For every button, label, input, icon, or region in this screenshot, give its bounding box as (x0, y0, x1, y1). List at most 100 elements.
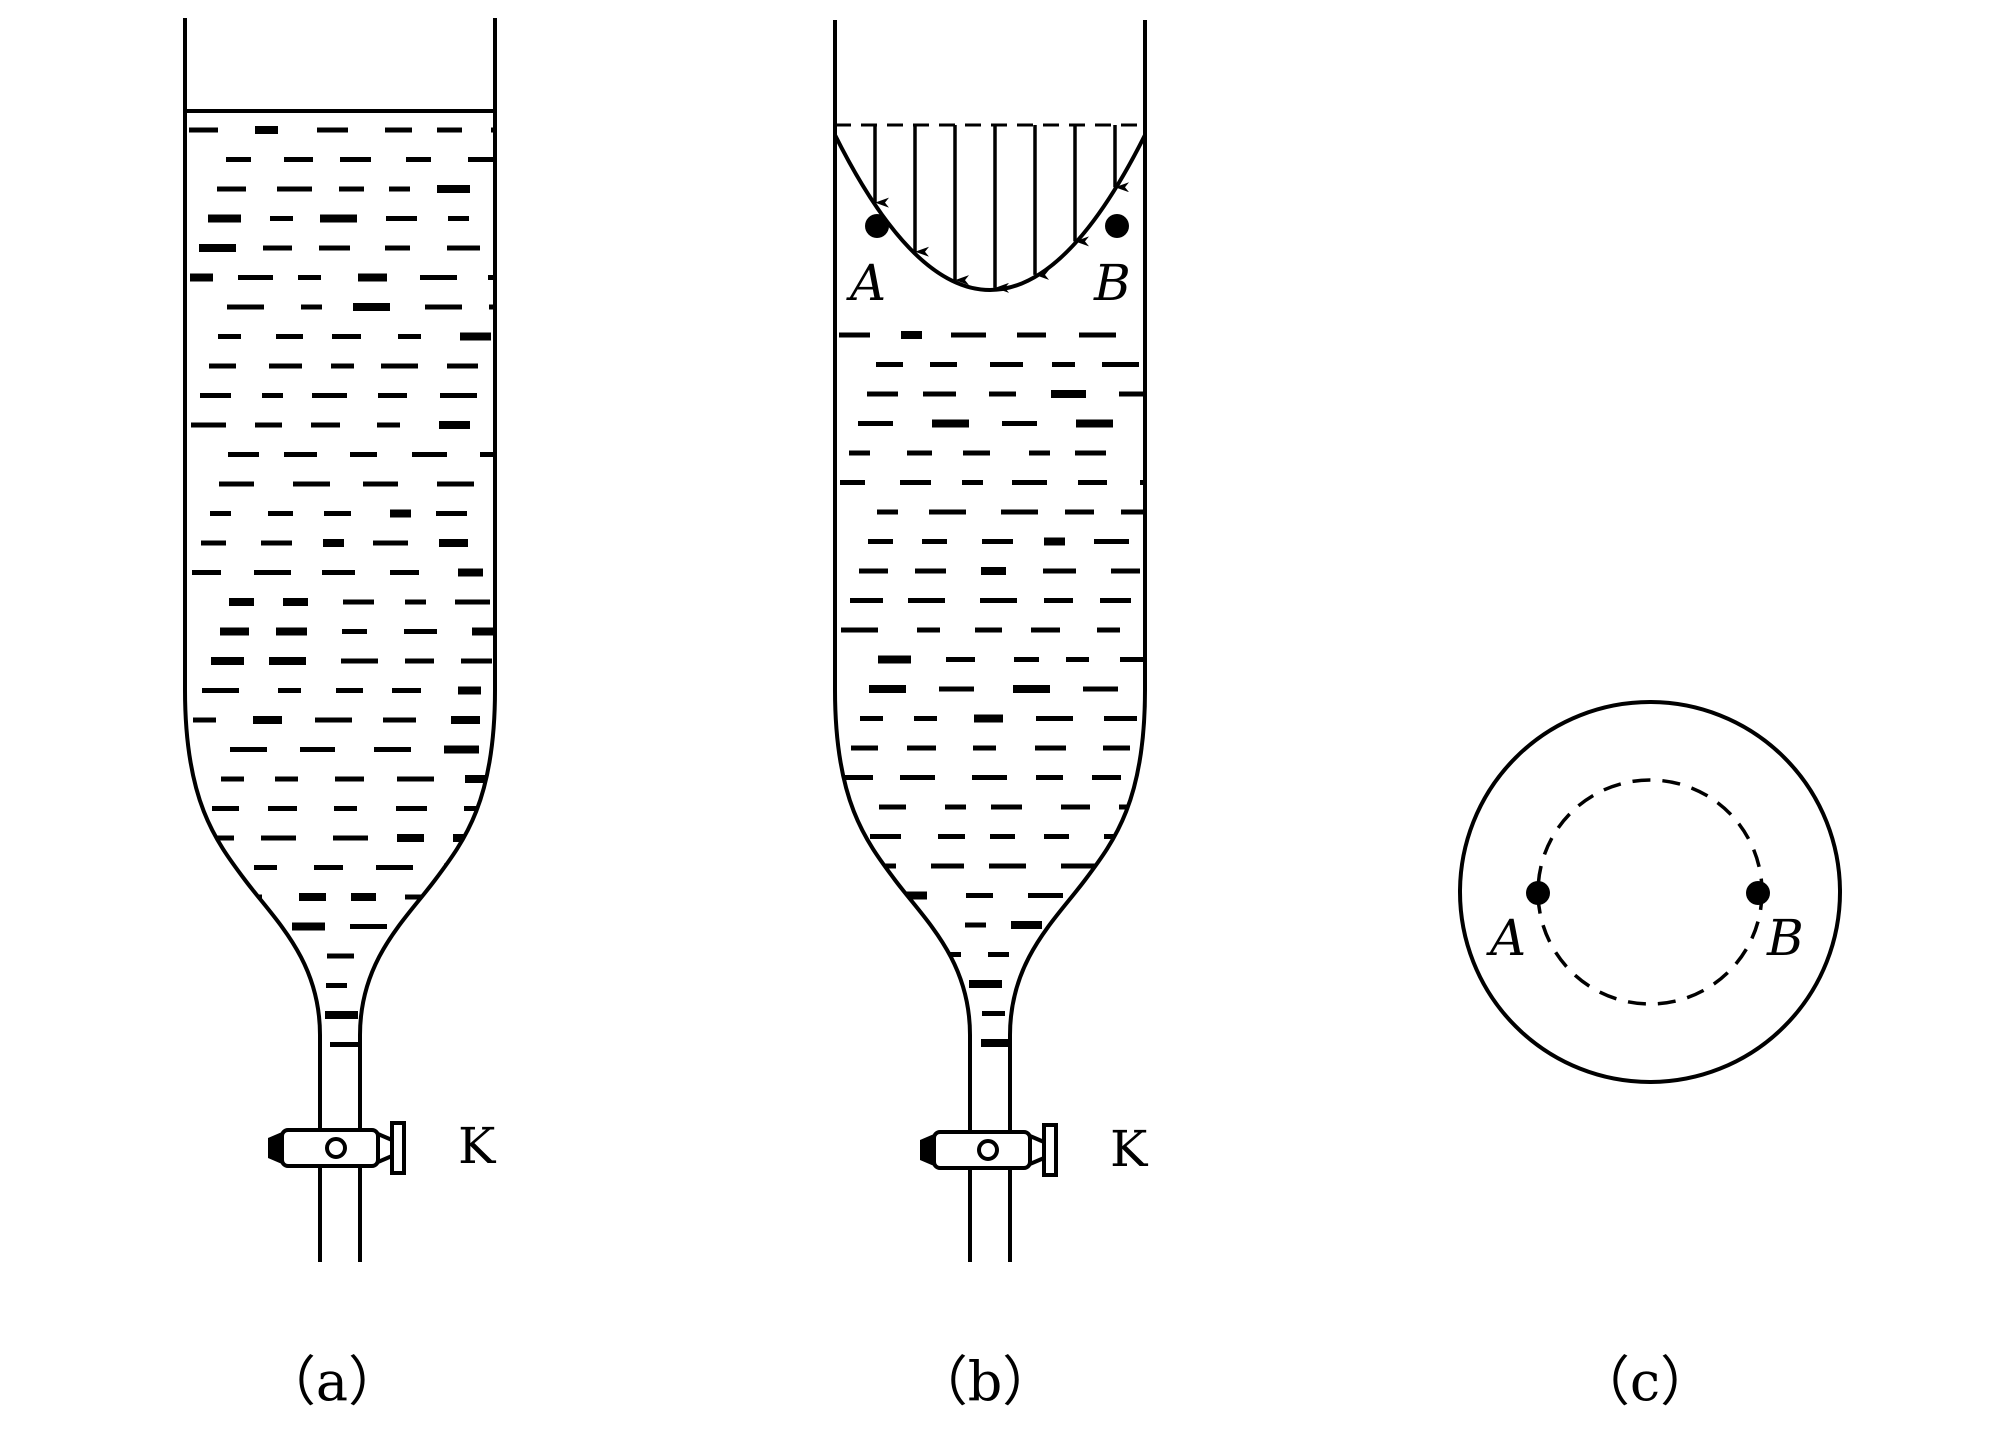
water-dash (963, 450, 990, 456)
water-dash (951, 332, 986, 338)
water-dash (350, 452, 377, 457)
valve-neck (376, 1130, 394, 1166)
water-dash (405, 894, 430, 900)
valve-cap (1042, 1123, 1058, 1177)
water-dash (293, 481, 330, 487)
water-dash (1044, 598, 1073, 603)
water-dash (267, 953, 288, 959)
water-dash (455, 599, 490, 605)
water-dash (862, 1011, 891, 1016)
water-dash (461, 658, 492, 664)
water-dash (229, 598, 254, 606)
water-dash (284, 157, 313, 162)
water-dash (268, 806, 297, 811)
water-dash (1111, 568, 1140, 574)
water-dash (218, 334, 241, 339)
water-dash (841, 627, 878, 633)
water-dash (193, 717, 216, 723)
water-dash (853, 1040, 886, 1046)
water-dash (1044, 834, 1069, 839)
water-dash (270, 216, 293, 221)
water-dash (199, 244, 236, 252)
water-dash (217, 186, 246, 192)
water-dash (877, 509, 898, 515)
water-dash (405, 599, 426, 605)
water-dash (398, 334, 421, 339)
water-dash (1013, 685, 1050, 693)
water-dash (901, 331, 922, 339)
water-dash (922, 539, 947, 544)
valve-hole (325, 1137, 347, 1159)
water-dash (227, 304, 264, 310)
water-dash (211, 657, 244, 665)
point-a-c (1526, 881, 1550, 905)
water-dash (486, 922, 495, 931)
water-dash (861, 863, 896, 869)
water-dash (322, 570, 355, 575)
water-dash (209, 363, 236, 369)
water-dash (339, 186, 364, 192)
water-dash (870, 834, 901, 839)
water-dash (201, 540, 226, 546)
water-dash (301, 304, 322, 310)
water-dash (1119, 391, 1145, 397)
water-dash (327, 953, 354, 959)
water-dash (917, 627, 940, 633)
water-dash (440, 393, 477, 398)
water-dash (1012, 480, 1047, 485)
water-dash (1052, 362, 1075, 367)
water-dash (975, 627, 1002, 633)
water-dash (839, 332, 870, 338)
water-dash (899, 921, 926, 929)
water-dash (1031, 627, 1060, 633)
water-dash (300, 747, 335, 752)
water-dash (324, 511, 351, 516)
water-dash (263, 245, 292, 251)
water-dash (383, 717, 416, 723)
water-dash (860, 716, 883, 721)
water-dash (340, 157, 371, 162)
water-dash (334, 806, 357, 811)
water-dash (981, 1039, 1016, 1047)
water-fill-b (839, 331, 1145, 1047)
water-dash (972, 775, 1007, 780)
water-dash (989, 391, 1016, 397)
water-dash (1125, 863, 1145, 869)
water-dash (261, 835, 296, 841)
water-dash (390, 1042, 411, 1047)
water-dash (254, 865, 277, 870)
water-dash (869, 685, 906, 693)
water-dash (453, 834, 482, 842)
water-dash (939, 686, 974, 692)
valve-handle (268, 1132, 282, 1164)
water-dash (907, 450, 932, 456)
water-dash (1121, 509, 1145, 515)
water-dash (1092, 775, 1121, 780)
water-dash (378, 393, 407, 398)
water-dash (1102, 362, 1139, 367)
water-dash (840, 480, 865, 485)
water-dash (914, 716, 937, 721)
water-dash (849, 450, 870, 456)
point-b-label-b: B (1093, 254, 1131, 312)
water-dash (1029, 981, 1050, 987)
water-dash (269, 657, 306, 665)
water-dash (945, 804, 966, 810)
water-dash (390, 570, 419, 575)
water-dash (1094, 539, 1129, 544)
valve-cap (390, 1121, 406, 1175)
water-dash (442, 981, 471, 990)
water-dash (189, 127, 218, 133)
water-dash (458, 568, 483, 577)
water-dash (1104, 716, 1137, 721)
water-dash (397, 834, 424, 842)
water-dash (213, 953, 234, 959)
water-dash (269, 363, 302, 369)
water-dash (969, 980, 1002, 988)
water-dash (1120, 657, 1143, 662)
water-dash (320, 214, 357, 223)
light-rays (873, 125, 1129, 293)
water-dash (333, 835, 368, 841)
water-dash (1104, 834, 1135, 839)
